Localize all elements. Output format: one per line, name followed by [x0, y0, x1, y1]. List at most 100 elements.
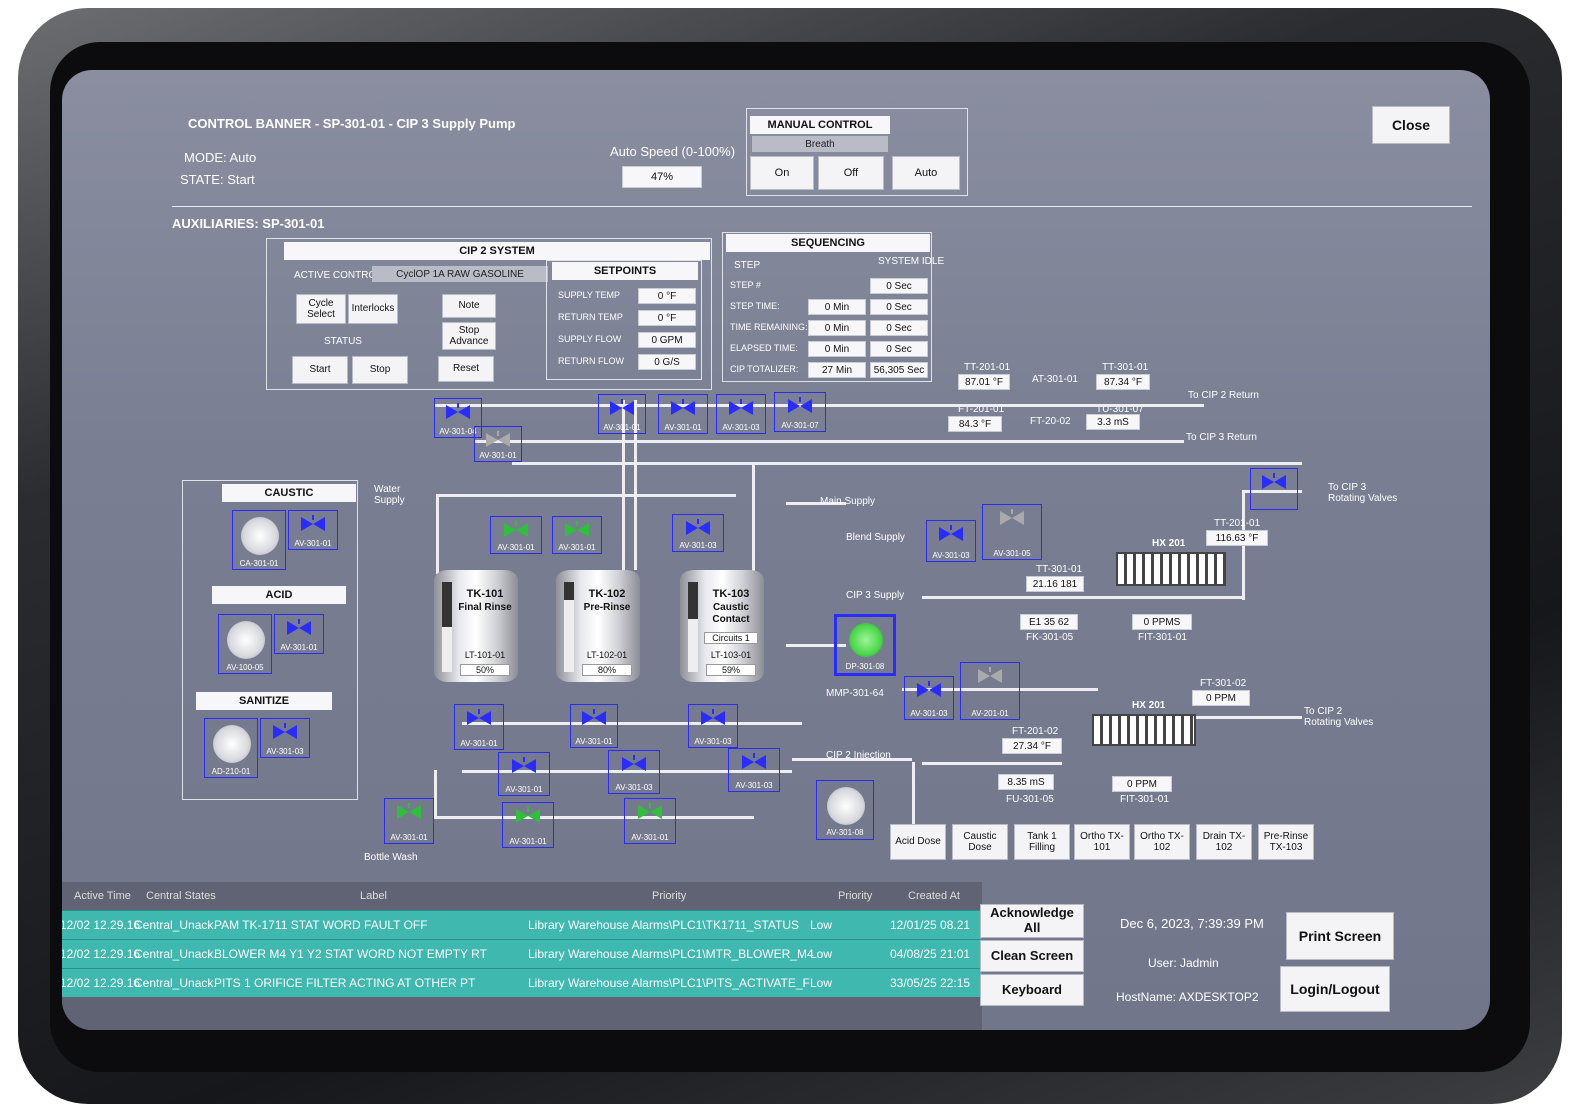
valve[interactable]: AV-301-03: [688, 704, 738, 748]
valve[interactable]: AV-301-01: [498, 752, 550, 796]
heat-exchanger-top: [1116, 552, 1226, 586]
mode-button[interactable]: Tank 1 Filling: [1014, 824, 1070, 860]
chemical-valve[interactable]: AV-301-01: [288, 510, 338, 550]
valve[interactable]: AV-301-03: [926, 520, 976, 562]
hx-top-label: HX 201: [1152, 538, 1186, 549]
keyboard-button[interactable]: Keyboard: [980, 974, 1084, 1006]
valve[interactable]: AV-301-03: [728, 748, 780, 792]
print-screen-button[interactable]: Print Screen: [1286, 912, 1394, 960]
clean-screen-button[interactable]: Clean Screen: [980, 940, 1084, 972]
valve[interactable]: AV-301-05: [982, 504, 1042, 560]
note-button[interactable]: Note: [442, 294, 496, 318]
tank-level-value: 50%: [460, 664, 510, 676]
mode-button[interactable]: Pre-Rinse TX-103: [1258, 824, 1314, 860]
acid-title: ACID: [212, 586, 346, 604]
tank-name: TK-102: [588, 588, 626, 600]
valve[interactable]: AV-301-01: [598, 394, 646, 434]
valve[interactable]: AV-301-01: [552, 516, 602, 554]
mode-button[interactable]: Caustic Dose: [952, 824, 1008, 860]
hx-bottom-label: HX 201: [1132, 700, 1166, 711]
manual-control-title: MANUAL CONTROL: [750, 116, 890, 134]
valve[interactable]: AV-201-01: [960, 662, 1020, 720]
valve[interactable]: AV-301-01: [570, 704, 618, 748]
chemical-dosing-panel: [182, 480, 358, 800]
water-supply-label: Water Supply: [374, 484, 405, 506]
rotating-valve[interactable]: [1250, 468, 1298, 510]
auto-speed-input[interactable]: 47%: [622, 166, 702, 188]
tank-level-fill: [442, 627, 452, 672]
valve[interactable]: AV-301-03: [904, 676, 954, 720]
alarm-header-cell: Active Time: [74, 890, 131, 902]
chemical-pump-block[interactable]: AV-100-05: [218, 614, 272, 674]
sequencing-row-min: 0 Min: [808, 299, 866, 315]
tank-description: Pre-Rinse: [583, 602, 631, 613]
tank-description: Caustic Contact: [712, 602, 750, 625]
pump-av-301-08[interactable]: AV-301-08: [816, 780, 874, 840]
setpoint-label: RETURN TEMP: [558, 312, 623, 322]
manual-on-button[interactable]: On: [750, 156, 814, 190]
valve[interactable]: AV-301-01: [474, 426, 522, 462]
mode-label: MODE: Auto: [184, 150, 257, 165]
mmp-label: MMP-301-64: [826, 688, 884, 699]
valve[interactable]: AV-301-01: [624, 798, 676, 844]
valve[interactable]: AV-301-03: [672, 514, 724, 552]
start-button[interactable]: Start: [292, 356, 348, 384]
valve[interactable]: AV-301-07: [774, 392, 826, 432]
sequencing-row-min: 0 Min: [808, 320, 866, 336]
pump-icon: [827, 787, 865, 825]
setpoint-value: 0 GPM: [638, 332, 696, 348]
mode-button[interactable]: Acid Dose: [890, 824, 946, 860]
tt-201-01-value: 87.01 °F: [958, 374, 1010, 390]
pipe-low-left: [434, 770, 437, 818]
fk-301-05-tag: FK-301-05: [1026, 632, 1074, 643]
tank-level-tag: LT-101-01: [464, 650, 506, 660]
valve[interactable]: AV-301-01: [658, 394, 708, 434]
banner-title: CONTROL BANNER - SP-301-01 - CIP 3 Suppl…: [188, 116, 516, 131]
alarm-header-cell: Label: [360, 890, 387, 902]
pump-green-tag: DP-301-08: [845, 662, 885, 671]
tt-301-01-tag: TT-301-01: [1102, 362, 1149, 373]
chemical-valve[interactable]: AV-301-03: [260, 718, 310, 758]
stop-button[interactable]: Stop: [352, 356, 408, 384]
interlocks-button[interactable]: Interlocks: [348, 294, 398, 324]
pump-dp-301-08[interactable]: DP-301-08: [834, 614, 896, 676]
pipe-injection-drop: [912, 762, 915, 842]
tr-301-01-value: 21.16 181: [1026, 576, 1084, 592]
mode-button[interactable]: Ortho TX-101: [1074, 824, 1130, 860]
valve[interactable]: AV-301-01: [384, 798, 434, 844]
chemical-valve[interactable]: AV-301-01: [274, 614, 324, 654]
stop-advance-button[interactable]: Stop Advance: [442, 322, 496, 350]
login-logout-button[interactable]: Login/Logout: [1280, 966, 1390, 1012]
mode-button[interactable]: Ortho TX-102: [1134, 824, 1190, 860]
pipe-cip3-return: [474, 440, 1184, 443]
valve[interactable]: AV-301-03: [608, 750, 660, 794]
close-button[interactable]: Close: [1372, 106, 1450, 144]
manual-auto-button[interactable]: Auto: [892, 156, 960, 190]
cycle-select-button[interactable]: Cycle Select: [296, 294, 346, 324]
valve[interactable]: AV-301-01: [490, 516, 542, 554]
chemical-pump-block[interactable]: AD-210-01: [204, 718, 258, 778]
cip2-system-panel: [266, 238, 712, 390]
tank-name: TK-101: [466, 588, 504, 600]
valve-tag: AV-301-01: [294, 539, 332, 548]
manual-off-button[interactable]: Off: [818, 156, 884, 190]
pipe-riser-1: [622, 400, 625, 570]
valve[interactable]: AV-301-01: [454, 704, 504, 750]
valve[interactable]: AV-301-01: [502, 802, 554, 848]
sequencing-row-label: ELAPSED TIME:: [730, 343, 798, 353]
valve-tag: AV-301-05: [993, 549, 1031, 558]
reset-button[interactable]: Reset: [438, 356, 494, 382]
valve[interactable]: AV-301-03: [716, 394, 766, 434]
valve-tag: AV-301-01: [631, 833, 669, 842]
acknowledge-all-button[interactable]: Acknowledge All: [980, 904, 1084, 938]
chemical-pump-block[interactable]: CA-301-01: [232, 510, 286, 570]
alarm-header-cell: Priority: [652, 890, 687, 902]
valve-tag: AV-301-01: [575, 737, 613, 746]
pipe-low-1: [462, 722, 802, 725]
valve[interactable]: AV-301-04: [434, 398, 482, 438]
mode-button[interactable]: Drain TX-102: [1196, 824, 1252, 860]
alarm-time: 12/02 12.29.16: [62, 918, 141, 932]
